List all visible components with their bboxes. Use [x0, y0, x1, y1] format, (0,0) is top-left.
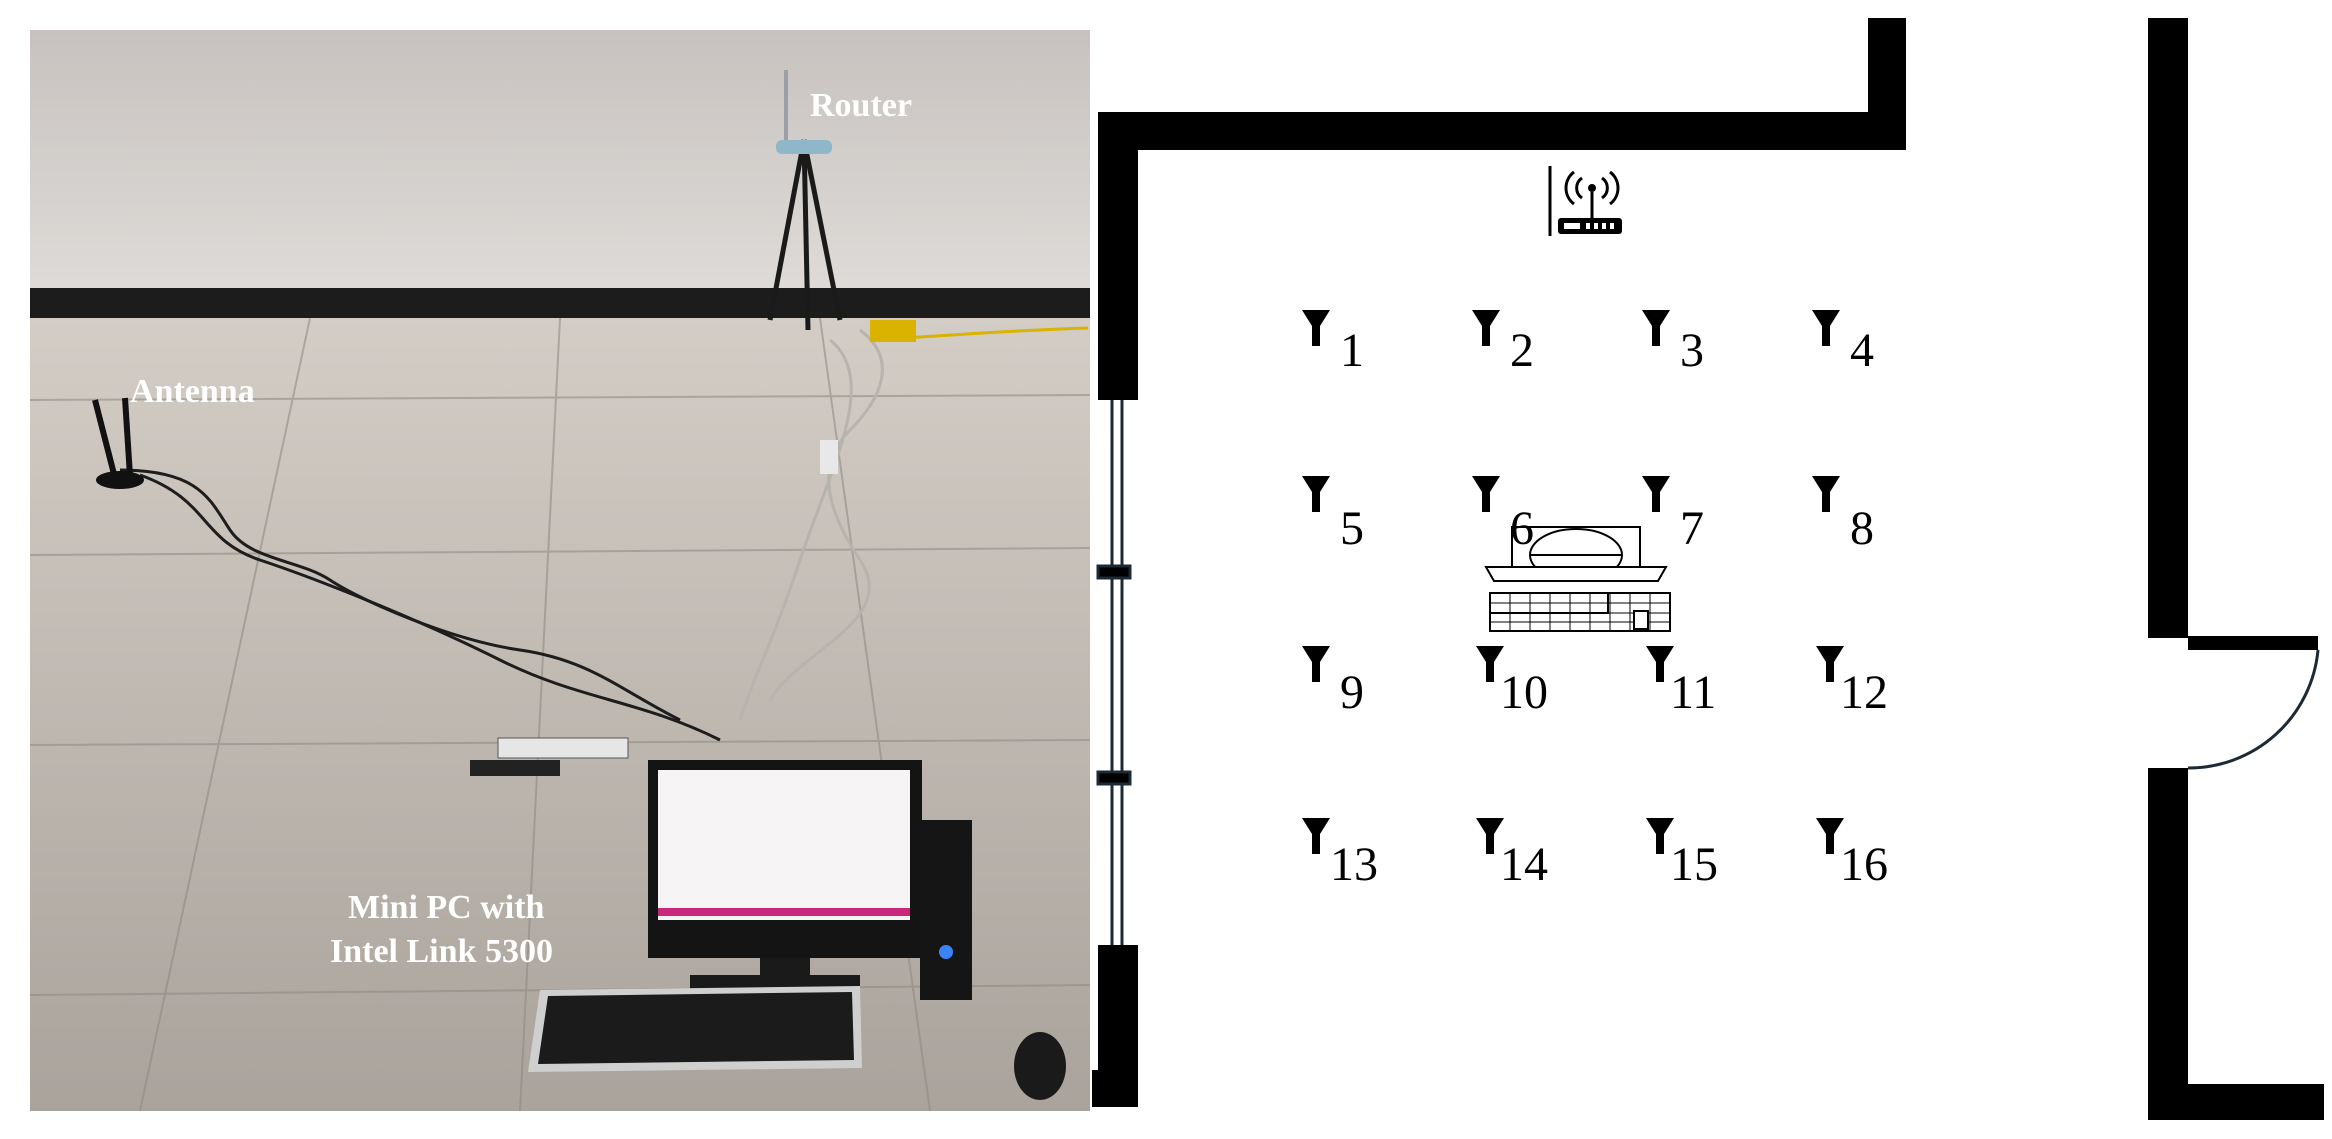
router-icon — [1548, 166, 1622, 236]
right-wall-upper — [2148, 18, 2188, 638]
antenna-6: 6 — [1472, 476, 1534, 555]
power-strip — [497, 737, 629, 759]
mini-pc-label-line2: Intel Link 5300 — [330, 933, 553, 970]
monitor-photo — [648, 760, 922, 989]
right-wall-lower — [2148, 768, 2188, 1120]
antenna-label: 16 — [1840, 838, 1888, 891]
antenna-13: 13 — [1302, 818, 1378, 891]
antenna-icon — [1302, 476, 1330, 512]
antenna-2: 2 — [1472, 310, 1534, 377]
antenna-9: 9 — [1302, 646, 1364, 719]
mini-pc-label-line1: Mini PC with — [348, 889, 545, 926]
window — [1096, 400, 1132, 945]
power-adapter — [470, 760, 560, 776]
antenna-icon — [1642, 476, 1670, 512]
antenna-label: 6 — [1510, 502, 1534, 555]
antenna-12: 12 — [1816, 646, 1888, 719]
antenna-icon — [1642, 310, 1670, 346]
keyboard-photo — [528, 986, 862, 1072]
antenna-label: Antenna — [130, 373, 255, 410]
door-icon — [2187, 636, 2320, 770]
antenna-label: 15 — [1670, 838, 1718, 891]
mini-pc-photo — [920, 820, 972, 1000]
mouse-photo — [1014, 1032, 1066, 1100]
antenna-11: 11 — [1646, 646, 1716, 719]
antenna-label: 7 — [1680, 502, 1704, 555]
antenna-label: 11 — [1670, 666, 1716, 719]
antenna-icon — [1472, 476, 1500, 512]
left-wall-upper — [1098, 112, 1138, 400]
antenna-label: 1 — [1340, 324, 1364, 377]
computer-icon — [1484, 526, 1671, 632]
antenna-icon — [1812, 476, 1840, 512]
router-label: Router — [810, 87, 912, 124]
antenna-7: 7 — [1642, 476, 1704, 555]
left-wall-foot — [1092, 1070, 1138, 1107]
antenna-label: 13 — [1330, 838, 1378, 891]
photo-wall — [30, 30, 1090, 292]
antenna-label: 5 — [1340, 502, 1364, 555]
photo-baseboard — [30, 288, 1090, 318]
antenna-icon — [1302, 818, 1330, 854]
top-right-wall-stub — [1868, 18, 1906, 148]
antenna-icon — [1302, 310, 1330, 346]
router-cables — [738, 328, 884, 721]
antenna-label: 8 — [1850, 502, 1874, 555]
antenna-14: 14 — [1476, 818, 1548, 891]
antenna-1: 1 — [1302, 310, 1364, 377]
antenna-label: 2 — [1510, 324, 1534, 377]
antenna-label: 9 — [1340, 666, 1364, 719]
antenna-5: 5 — [1302, 476, 1364, 555]
router-tripod — [767, 70, 916, 474]
antenna-15: 15 — [1646, 818, 1718, 891]
antenna-16: 16 — [1816, 818, 1888, 891]
antenna-cables — [119, 468, 721, 742]
antenna-icon — [1472, 310, 1500, 346]
antenna-photo — [92, 397, 144, 489]
antenna-label: 10 — [1500, 666, 1548, 719]
antenna-icon — [1302, 646, 1330, 682]
antenna-label: 12 — [1840, 666, 1888, 719]
antenna-8: 8 — [1812, 476, 1874, 555]
experiment-photo: Router Antenna Mini PC with Intel Link 5… — [29, 30, 1091, 1112]
photo-floor — [30, 318, 1090, 1111]
antenna-4: 4 — [1812, 310, 1874, 377]
walls — [1092, 18, 2324, 1120]
antenna-label: 3 — [1680, 324, 1704, 377]
antenna-grid: 1 2 3 4 5 6 7 8 9 10 11 12 13 14 15 16 — [1302, 310, 1888, 891]
antenna-label: 4 — [1850, 324, 1874, 377]
bottom-right-wall — [2148, 1084, 2324, 1120]
antenna-3: 3 — [1642, 310, 1704, 377]
antenna-label: 14 — [1500, 838, 1548, 891]
top-wall — [1098, 112, 1906, 150]
antenna-10: 10 — [1476, 646, 1548, 719]
antenna-icon — [1812, 310, 1840, 346]
